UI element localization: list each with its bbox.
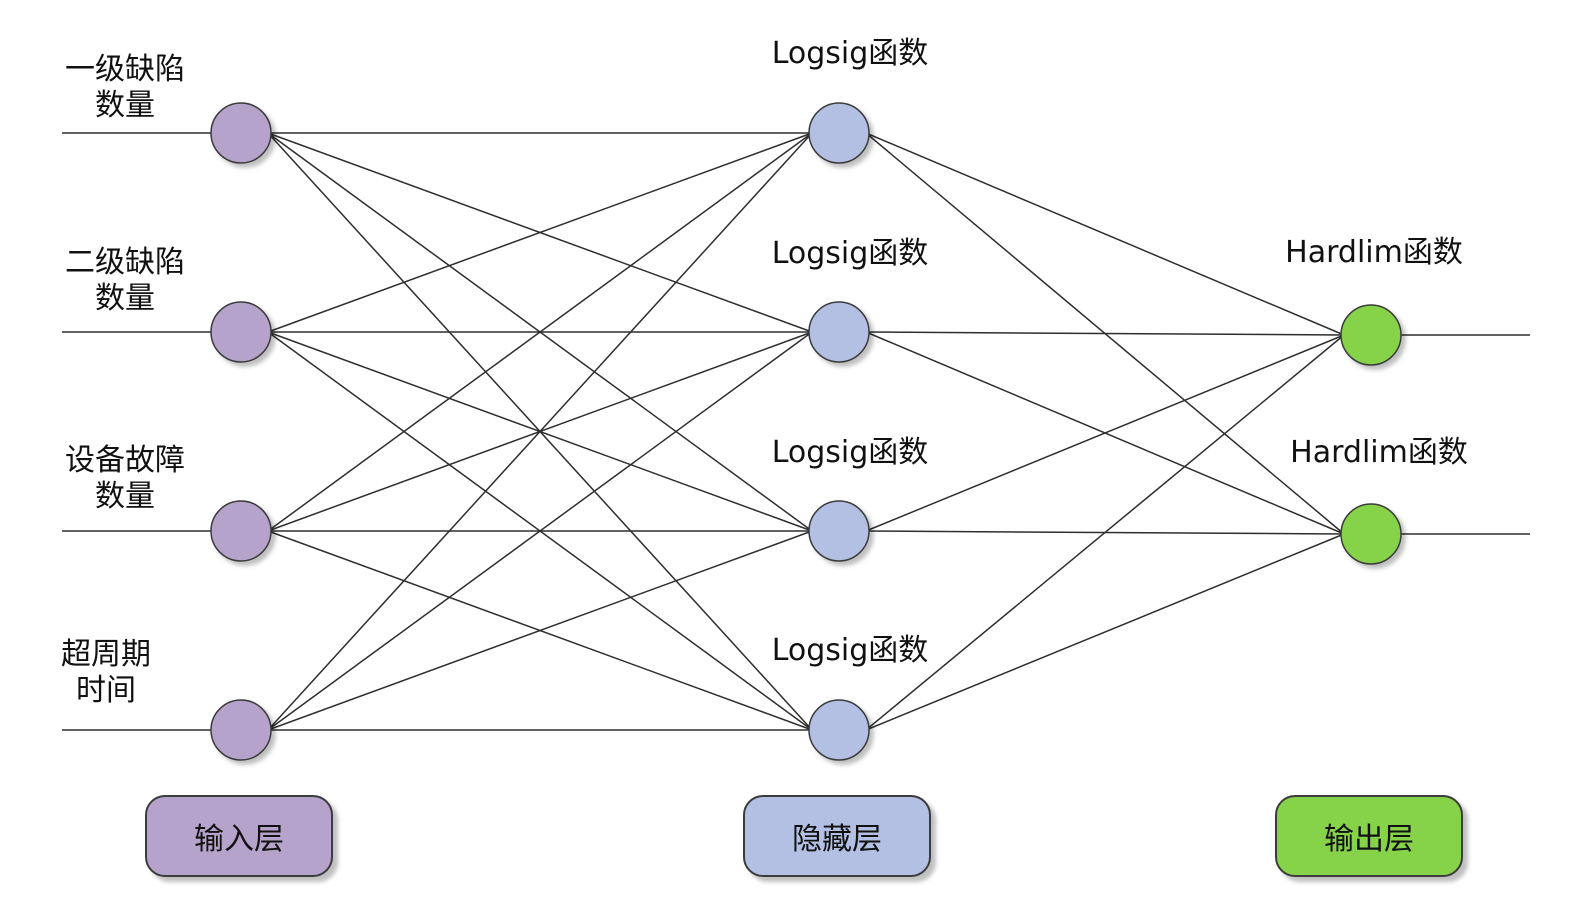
edge-hidden4-output2: [865, 533, 1345, 731]
input-label-level1-defects: 一级缺陷 数量: [65, 52, 185, 123]
input-node-1: [210, 102, 272, 164]
input-label-level2-defects: 二级缺陷 数量: [65, 245, 185, 316]
hidden-function-label-2: Logsig函数: [771, 236, 929, 271]
hidden-node-1: [808, 102, 870, 164]
edge-input2-hidden1: [267, 132, 813, 333]
hidden-function-label-4: Logsig函数: [771, 633, 929, 668]
edge-hidden1-output1: [865, 132, 1345, 336]
connection-lines: [62, 132, 1530, 731]
neuron-nodes: [210, 102, 1402, 761]
output-function-label-2: Hardlim函数: [1290, 435, 1468, 470]
output-layer-box: 输出层: [1275, 795, 1463, 877]
edge-input4-hidden2: [267, 331, 813, 731]
edge-hidden2-output1: [865, 331, 1345, 336]
edge-hidden4-output1: [865, 334, 1345, 731]
input-node-4: [210, 699, 272, 761]
input-node-3: [210, 500, 272, 562]
input-node-2: [210, 301, 272, 363]
edge-hidden3-output1: [865, 334, 1345, 532]
edge-input4-hidden1: [267, 132, 813, 731]
hidden-function-label-3: Logsig函数: [771, 435, 929, 470]
output-function-label-1: Hardlim函数: [1285, 235, 1463, 270]
hidden-layer-box: 隐藏层: [743, 795, 931, 877]
output-node-1: [1340, 304, 1402, 366]
output-node-2: [1340, 503, 1402, 565]
hidden-node-4: [808, 699, 870, 761]
hidden-function-label-1: Logsig函数: [771, 36, 929, 71]
edge-input4-hidden3: [267, 530, 813, 731]
input-layer-box: 输入层: [145, 795, 333, 877]
input-label-overdue-time: 超周期 时间: [61, 637, 151, 708]
edge-input3-hidden1: [267, 132, 813, 532]
hidden-node-2: [808, 301, 870, 363]
hidden-node-3: [808, 500, 870, 562]
input-label-equipment-faults: 设备故障 数量: [65, 443, 185, 514]
